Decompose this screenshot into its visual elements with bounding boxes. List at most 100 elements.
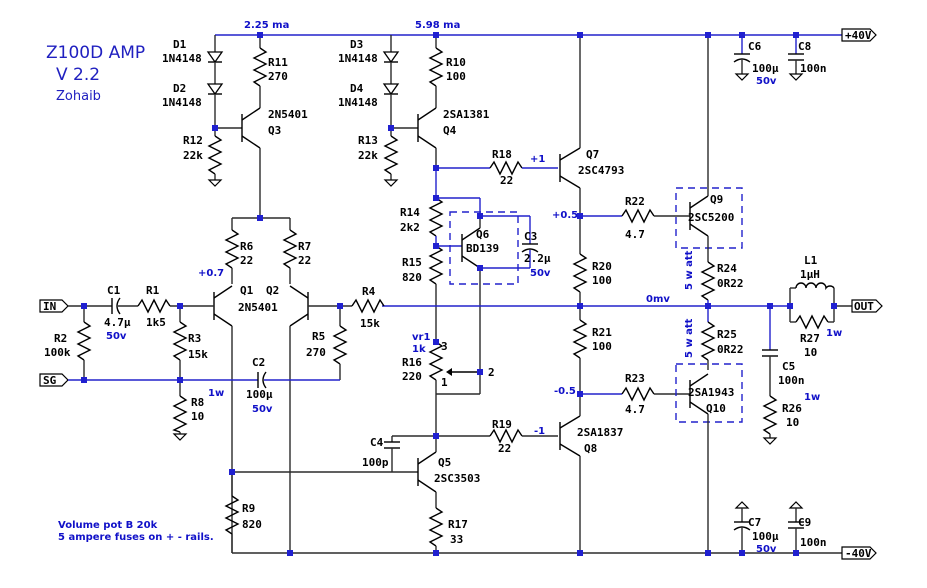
r26-name: R26 <box>782 402 802 415</box>
q8-name: Q8 <box>584 442 597 455</box>
r6-value: 22 <box>240 254 253 267</box>
pin-1: 1 <box>441 376 448 389</box>
q4 <box>391 107 437 168</box>
c9 <box>788 501 804 553</box>
c8-name: C8 <box>798 40 811 53</box>
r18-value: 22 <box>500 174 513 187</box>
c2-volt: 50v <box>252 404 273 415</box>
c4-value: 100p <box>362 456 389 469</box>
r4-name: R4 <box>362 285 376 298</box>
q1-name: Q1 <box>240 284 254 297</box>
r26 <box>762 395 778 445</box>
d2-name: D2 <box>173 82 186 95</box>
r23 <box>580 386 690 402</box>
r25-watt: 5 w att <box>684 318 695 358</box>
c9-value: 100n <box>800 536 827 549</box>
q7-name: Q7 <box>586 148 599 161</box>
r20-value: 100 <box>592 274 612 287</box>
c6-name: C6 <box>748 40 762 53</box>
current-right: 5.98 ma <box>415 20 460 31</box>
r26-value: 10 <box>786 416 799 429</box>
r1-value: 1k5 <box>146 316 166 329</box>
q7-value: 2SC4793 <box>578 164 624 177</box>
d1-value: 1N4148 <box>162 52 202 65</box>
d3-value: 1N4148 <box>338 52 378 65</box>
r22 <box>580 208 690 224</box>
r13 <box>383 128 399 187</box>
q1-value: 2N5401 <box>238 301 278 314</box>
title-line1: Z100D AMP <box>46 43 145 63</box>
c9-name: C9 <box>798 516 811 529</box>
q8-value: 2SA1837 <box>577 426 623 439</box>
c7-name: C7 <box>748 516 761 529</box>
r5-name: R5 <box>312 330 325 343</box>
l1 <box>790 282 835 291</box>
l1-value: 1µH <box>800 268 820 281</box>
c6-volt: 50v <box>756 76 777 87</box>
q9 <box>675 35 743 262</box>
svg-text:OUT: OUT <box>854 300 874 313</box>
r7-name: R7 <box>298 240 311 253</box>
svg-text:-40V: -40V <box>845 547 872 560</box>
l1-name: L1 <box>804 254 818 267</box>
r17-value: 33 <box>450 533 463 546</box>
r27-value: 10 <box>804 346 817 359</box>
c8-value: 100n <box>800 62 827 75</box>
vr1-name: vr1 <box>412 332 430 343</box>
title-line2: V 2.2 <box>56 65 100 85</box>
r14-value: 2k2 <box>400 221 420 234</box>
c3 <box>480 216 539 269</box>
r16-value: 220 <box>402 370 422 383</box>
r12 <box>207 128 223 187</box>
c2 <box>257 371 340 389</box>
r24 <box>700 261 716 304</box>
rail-pos-port: +40V <box>841 28 877 42</box>
c5 <box>762 349 778 396</box>
out-port: OUT <box>851 299 883 313</box>
r26-watt: 1w <box>804 392 820 403</box>
c1-value: 4.7µ <box>104 316 131 329</box>
r23-name: R23 <box>625 372 645 385</box>
d1-name: D1 <box>173 38 187 51</box>
q2 <box>289 285 352 553</box>
r8-watt: 1w <box>208 388 224 399</box>
c6 <box>733 35 751 81</box>
r27-watt: 1w <box>826 328 842 339</box>
r12-value: 22k <box>183 149 203 162</box>
r21 <box>572 306 588 394</box>
r25-name: R25 <box>717 328 737 341</box>
c4 <box>384 435 436 472</box>
q9-base-voltage: +0.5 <box>552 210 578 221</box>
q10-value: 2SA1943 <box>688 386 734 399</box>
r22-name: R22 <box>625 195 645 208</box>
c4-name: C4 <box>370 436 384 449</box>
pin-3: 3 <box>441 340 448 353</box>
q8-base-voltage: -1 <box>534 426 545 437</box>
r9 <box>224 472 240 553</box>
q1-base-voltage: +0.7 <box>198 268 224 279</box>
r6 <box>224 229 240 284</box>
c7-volt: 50v <box>756 544 777 555</box>
q6-value: BD139 <box>466 242 499 255</box>
q1 <box>213 285 233 553</box>
vr1-value: 1k <box>412 344 426 355</box>
q5-value: 2SC3503 <box>434 472 480 485</box>
c1-volt: 50v <box>106 331 127 342</box>
r25-value: 0R22 <box>717 343 744 356</box>
q3-name: Q3 <box>268 124 281 137</box>
q3 <box>215 107 261 218</box>
q7 <box>559 35 581 216</box>
r19 <box>436 428 558 444</box>
r25 <box>700 306 716 370</box>
r11-value: 270 <box>268 70 288 83</box>
r20-name: R20 <box>592 260 612 273</box>
r9-name: R9 <box>242 502 255 515</box>
r17 <box>428 507 444 553</box>
d3-name: D3 <box>350 38 363 51</box>
r16 <box>428 341 481 436</box>
r2 <box>76 306 92 380</box>
r18 <box>436 160 558 176</box>
r5 <box>332 306 348 380</box>
c3-name: C3 <box>524 230 537 243</box>
